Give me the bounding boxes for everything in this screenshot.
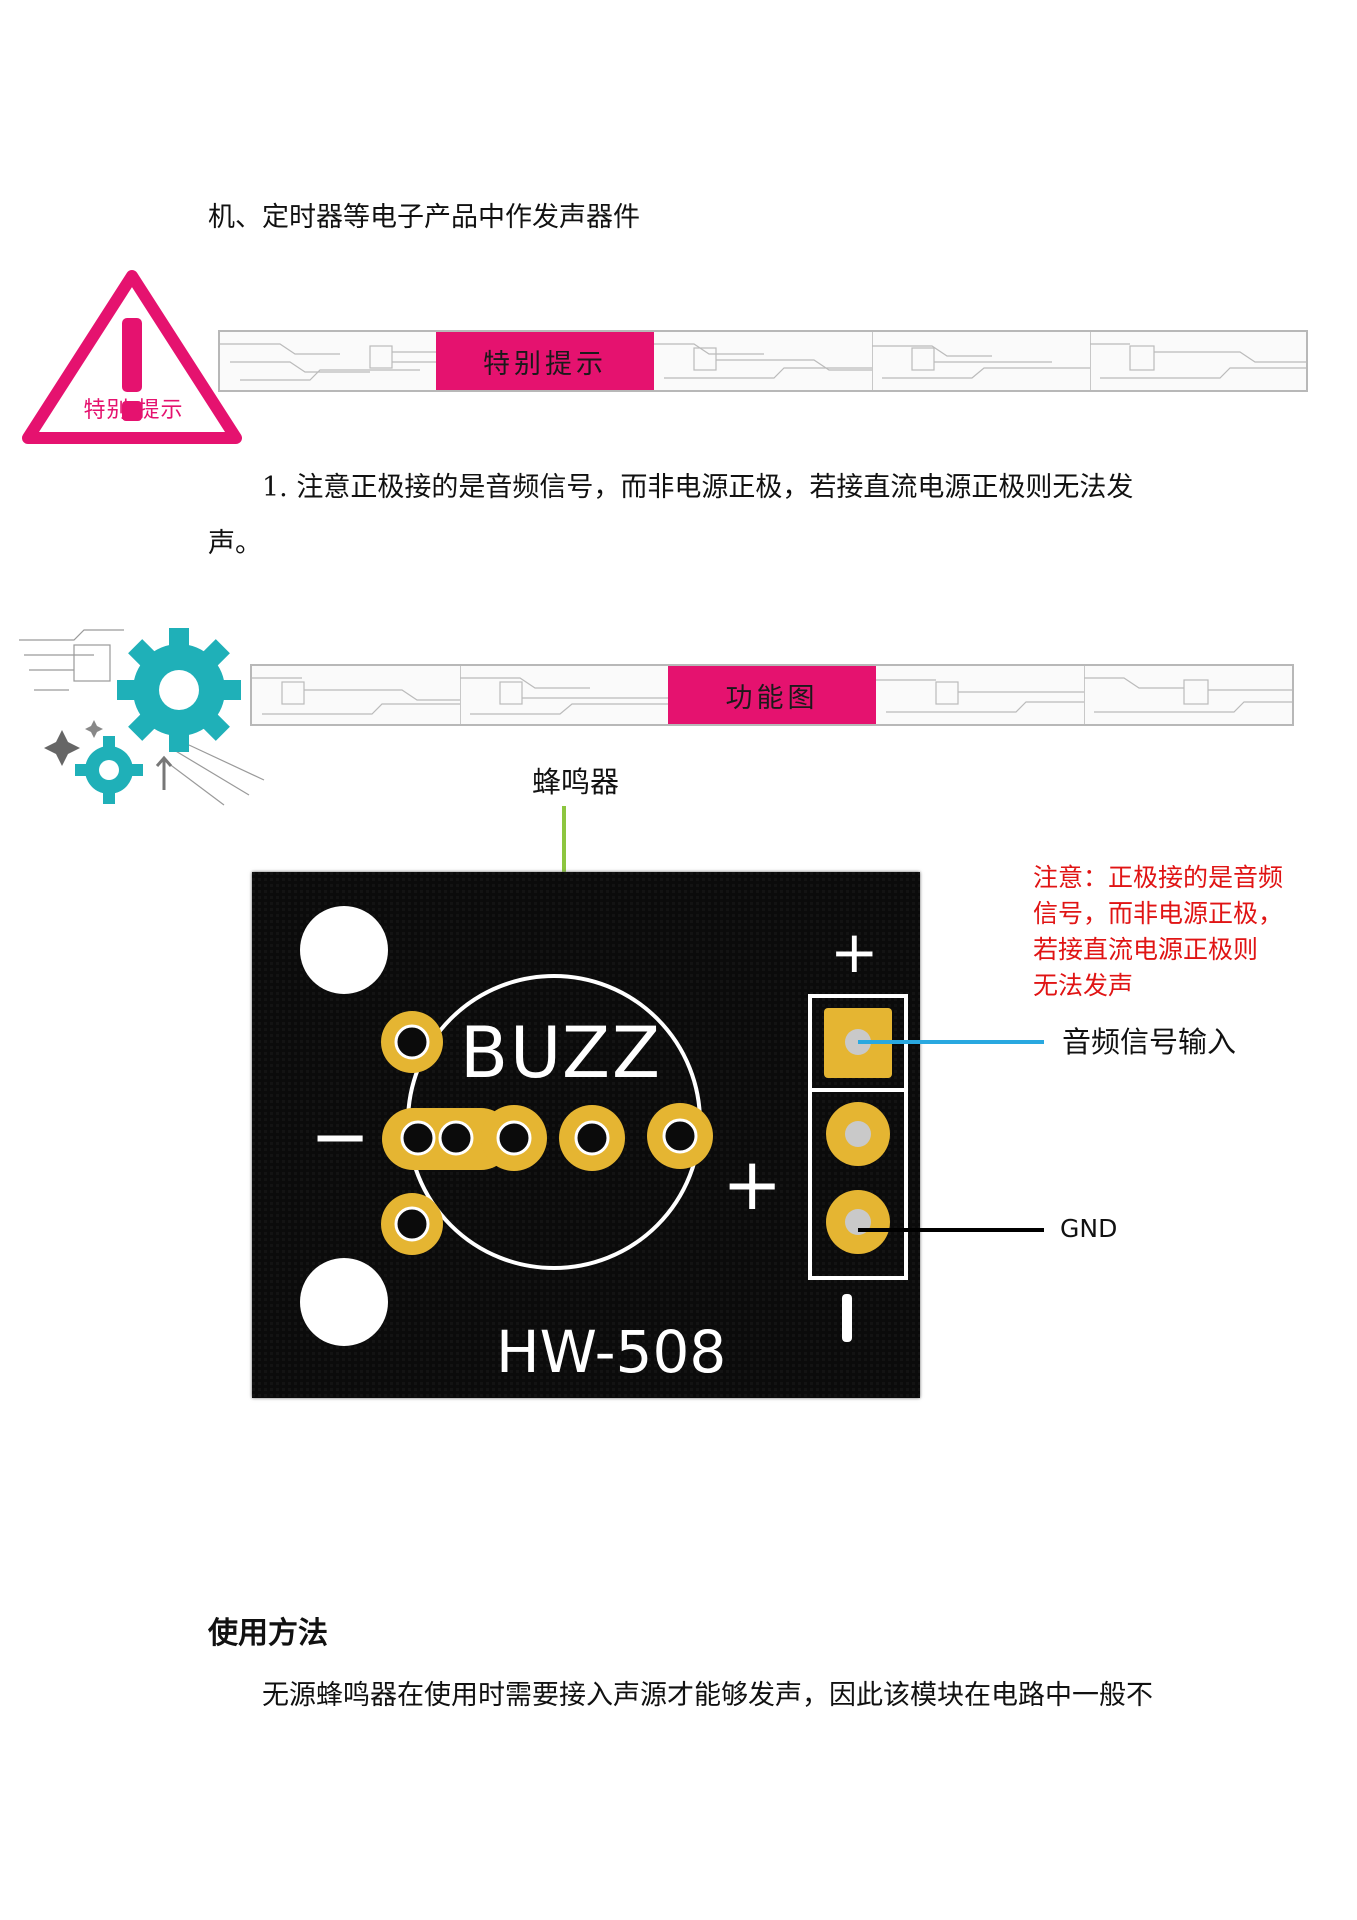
circuit-pattern [876, 666, 1085, 724]
header-plus: + [830, 918, 879, 986]
banner-notice: 特别提示 [218, 330, 1308, 392]
board-text-buzz: BUZZ [460, 1012, 662, 1094]
callout-line: 若接直流电源正极则 [1033, 935, 1259, 964]
section-heading: 使用方法 [208, 1616, 328, 1651]
intro-line: 机、定时器等电子产品中作发声器件 [208, 202, 640, 233]
callout-line: 信号，而非电源正极， [1033, 899, 1284, 928]
warning-label: 特别 提示 [83, 398, 184, 423]
board-text-model: HW-508 [496, 1318, 727, 1386]
callout-line: 无法发声 [1033, 971, 1134, 1000]
circuit-pattern [460, 666, 669, 724]
notice-text-line1: 1. 注意正极接的是音频信号，而非电源正极，若接直流电源正极则无法发 [262, 472, 1134, 503]
buzzer-label: 蜂鸣器 [532, 765, 620, 799]
signal-pointer-line [858, 1040, 1044, 1044]
plus-sign: + [722, 1142, 783, 1226]
signal-label: 音频信号输入 [1062, 1025, 1237, 1059]
callout-line: 注意：正极接的是音频 [1033, 863, 1284, 892]
circuit-pattern [1090, 332, 1306, 390]
notice-text-line2: 声。 [208, 528, 262, 559]
circuit-pattern [872, 332, 1091, 390]
banner-function: 功能图 [250, 664, 1294, 726]
usage-text: 无源蜂鸣器在使用时需要接入声源才能够发声，因此该模块在电路中一般不 [262, 1680, 1153, 1711]
banner-function-label: 功能图 [668, 666, 876, 724]
circuit-pattern [220, 332, 437, 390]
circuit-pattern [252, 666, 461, 724]
circuit-pattern [1084, 666, 1292, 724]
warning-triangle-icon: 特别 提示 [22, 268, 242, 448]
gear-circuit-icon [14, 610, 270, 810]
callout-note: 注意：正极接的是音频 信号，而非电源正极， 若接直流电源正极则 无法发声 [1033, 860, 1283, 1004]
pcb-board: BUZZ HW-508 − + + [252, 872, 920, 1398]
minus-sign: − [310, 1094, 371, 1178]
gnd-pointer-line [858, 1228, 1044, 1232]
gnd-label: GND [1060, 1214, 1118, 1243]
header-minus [842, 1294, 852, 1342]
circuit-pattern [654, 332, 873, 390]
banner-notice-label: 特别提示 [436, 332, 654, 390]
